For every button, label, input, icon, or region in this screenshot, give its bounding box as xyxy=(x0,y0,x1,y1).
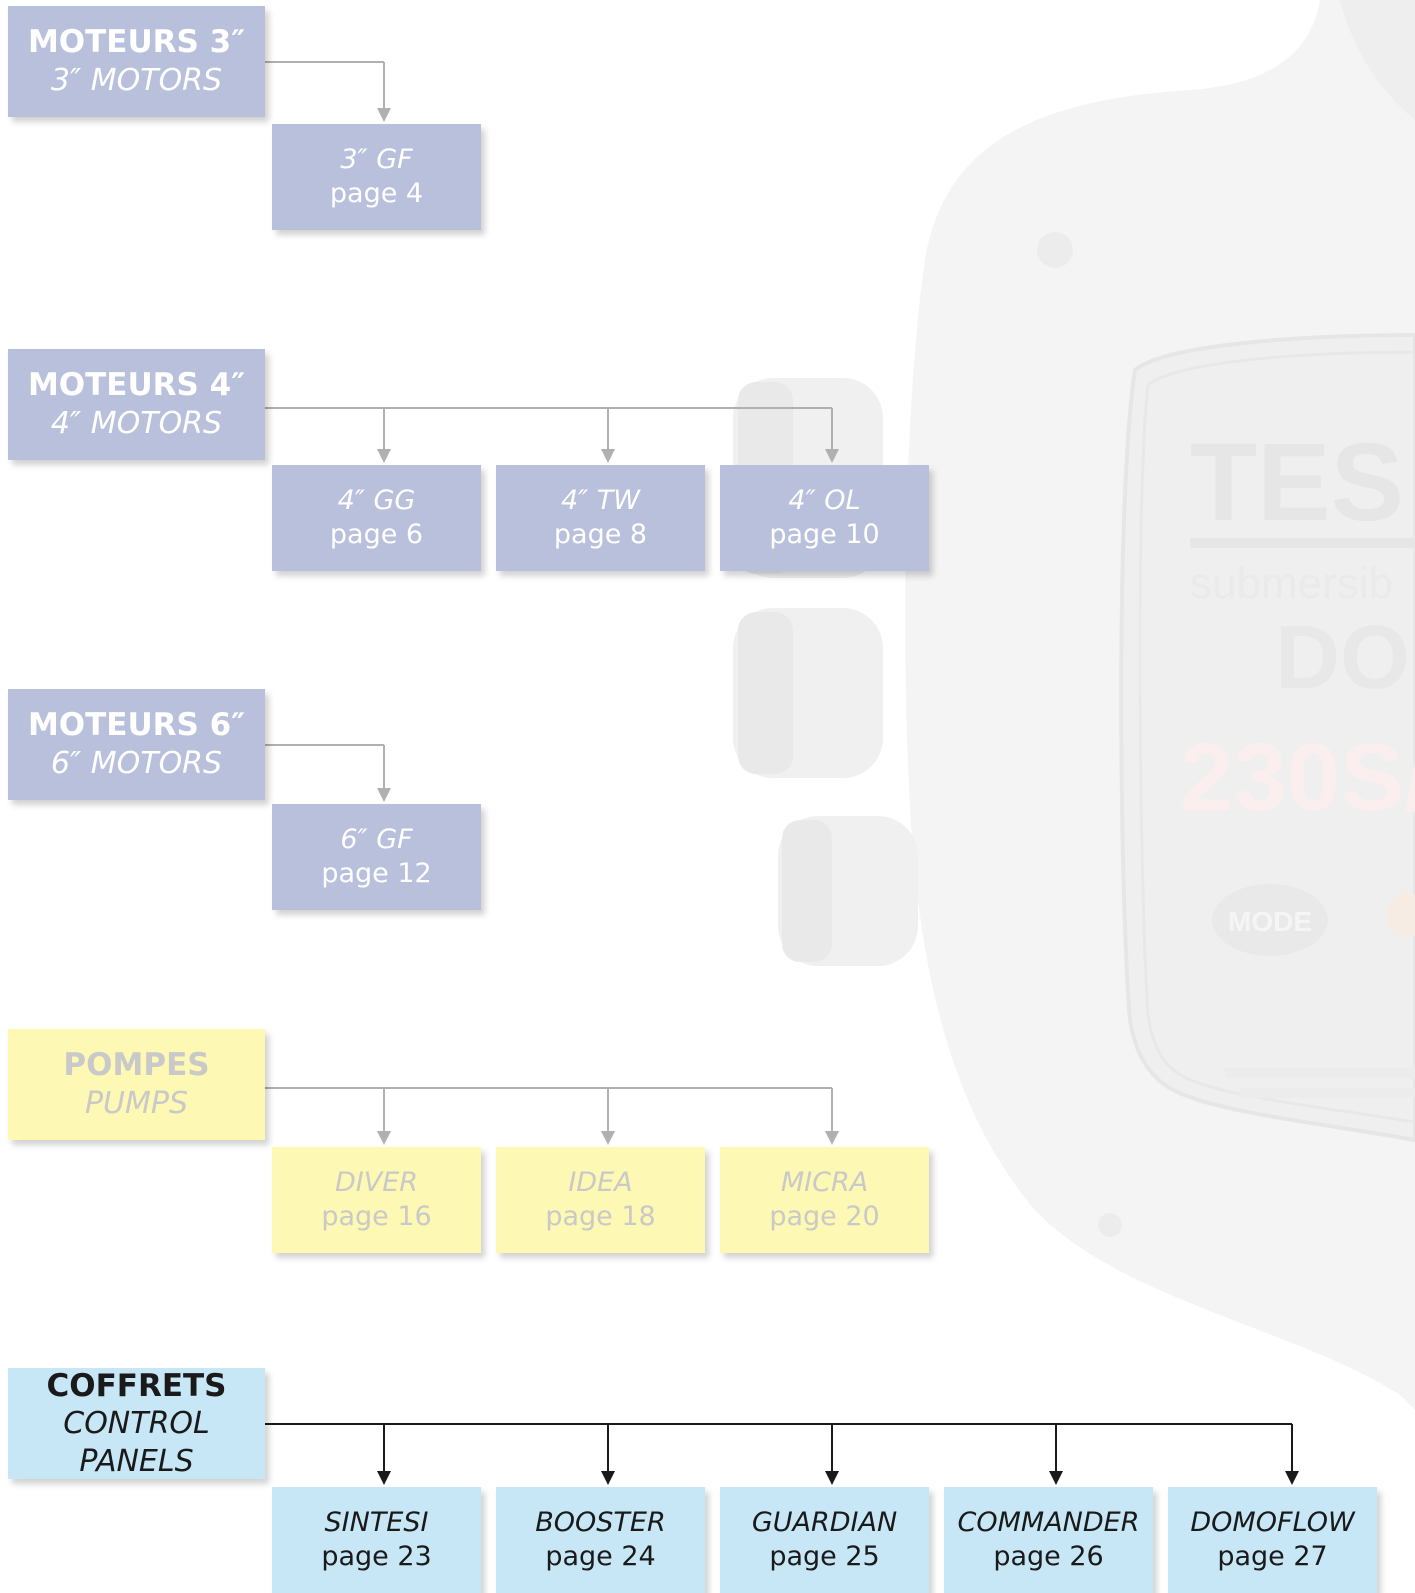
product-box-micra[interactable]: MICRA page 20 xyxy=(720,1147,929,1253)
product-page: page 24 xyxy=(545,1540,655,1574)
product-page: page 4 xyxy=(330,177,423,211)
product-name: DIVER xyxy=(335,1166,418,1200)
arrowhead-icon xyxy=(601,1471,615,1485)
product-name: 4″ OL xyxy=(788,484,860,518)
arrowhead-icon xyxy=(601,449,615,463)
category-box-motors-3: MOTEURS 3″ 3″ MOTORS xyxy=(8,6,265,117)
category-box-motors-6: MOTEURS 6″ 6″ MOTORS xyxy=(8,689,265,800)
product-box-idea[interactable]: IDEA page 18 xyxy=(496,1147,705,1253)
product-box-3-gf[interactable]: 3″ GF page 4 xyxy=(272,124,481,230)
product-page: page 8 xyxy=(554,518,647,552)
product-name: 4″ TW xyxy=(561,484,640,518)
product-name: DOMOFLOW xyxy=(1190,1506,1354,1540)
arrowhead-icon xyxy=(825,1131,839,1145)
arrowhead-icon xyxy=(825,449,839,463)
product-name: GUARDIAN xyxy=(752,1506,897,1540)
product-box-4-tw[interactable]: 4″ TW page 8 xyxy=(496,465,705,571)
arrowhead-icon xyxy=(377,108,391,122)
arrowhead-icon xyxy=(1049,1471,1063,1485)
category-subtitle: 3″ MOTORS xyxy=(51,62,222,100)
category-subtitle: 4″ MOTORS xyxy=(51,405,222,443)
arrowhead-icon xyxy=(377,788,391,802)
category-subtitle: 6″ MOTORS xyxy=(51,745,222,783)
product-box-domoflow[interactable]: DOMOFLOW page 27 xyxy=(1168,1487,1377,1593)
product-page: page 10 xyxy=(769,518,879,552)
product-name: COMMANDER xyxy=(958,1506,1140,1540)
category-box-panels: COFFRETS CONTROL PANELS xyxy=(8,1368,265,1479)
category-title: POMPES xyxy=(63,1046,209,1085)
product-box-sintesi[interactable]: SINTESI page 23 xyxy=(272,1487,481,1593)
product-name: 6″ GF xyxy=(340,823,412,857)
product-name: MICRA xyxy=(781,1166,868,1200)
product-page: page 16 xyxy=(321,1200,431,1234)
category-title: MOTEURS 6″ xyxy=(28,706,245,745)
product-page: page 20 xyxy=(769,1200,879,1234)
category-subtitle: PUMPS xyxy=(85,1085,188,1123)
product-page: page 26 xyxy=(993,1540,1103,1574)
category-title: MOTEURS 4″ xyxy=(28,366,245,405)
arrowhead-icon xyxy=(377,1131,391,1145)
product-page: page 23 xyxy=(321,1540,431,1574)
product-name: IDEA xyxy=(568,1166,632,1200)
product-box-booster[interactable]: BOOSTER page 24 xyxy=(496,1487,705,1593)
product-box-6-gf[interactable]: 6″ GF page 12 xyxy=(272,804,481,910)
arrowhead-icon xyxy=(825,1471,839,1485)
product-box-4-gg[interactable]: 4″ GG page 6 xyxy=(272,465,481,571)
product-box-commander[interactable]: COMMANDER page 26 xyxy=(944,1487,1153,1593)
arrowhead-icon xyxy=(377,449,391,463)
product-box-4-ol[interactable]: 4″ OL page 10 xyxy=(720,465,929,571)
arrowhead-icon xyxy=(1285,1471,1299,1485)
product-box-guardian[interactable]: GUARDIAN page 25 xyxy=(720,1487,929,1593)
product-page: page 18 xyxy=(545,1200,655,1234)
product-name: 3″ GF xyxy=(340,143,412,177)
product-name: SINTESI xyxy=(325,1506,429,1540)
category-title: MOTEURS 3″ xyxy=(28,23,245,62)
product-page: page 27 xyxy=(1217,1540,1327,1574)
arrowhead-icon xyxy=(377,1471,391,1485)
product-name: 4″ GG xyxy=(338,484,416,518)
category-title: COFFRETS xyxy=(47,1367,227,1406)
product-page: page 25 xyxy=(769,1540,879,1574)
product-page: page 12 xyxy=(321,857,431,891)
product-name: BOOSTER xyxy=(535,1506,665,1540)
arrowhead-icon xyxy=(601,1131,615,1145)
product-page: page 6 xyxy=(330,518,423,552)
category-box-motors-4: MOTEURS 4″ 4″ MOTORS xyxy=(8,349,265,460)
category-subtitle: CONTROL PANELS xyxy=(8,1405,265,1480)
product-box-diver[interactable]: DIVER page 16 xyxy=(272,1147,481,1253)
category-box-pumps: POMPES PUMPS xyxy=(8,1029,265,1140)
